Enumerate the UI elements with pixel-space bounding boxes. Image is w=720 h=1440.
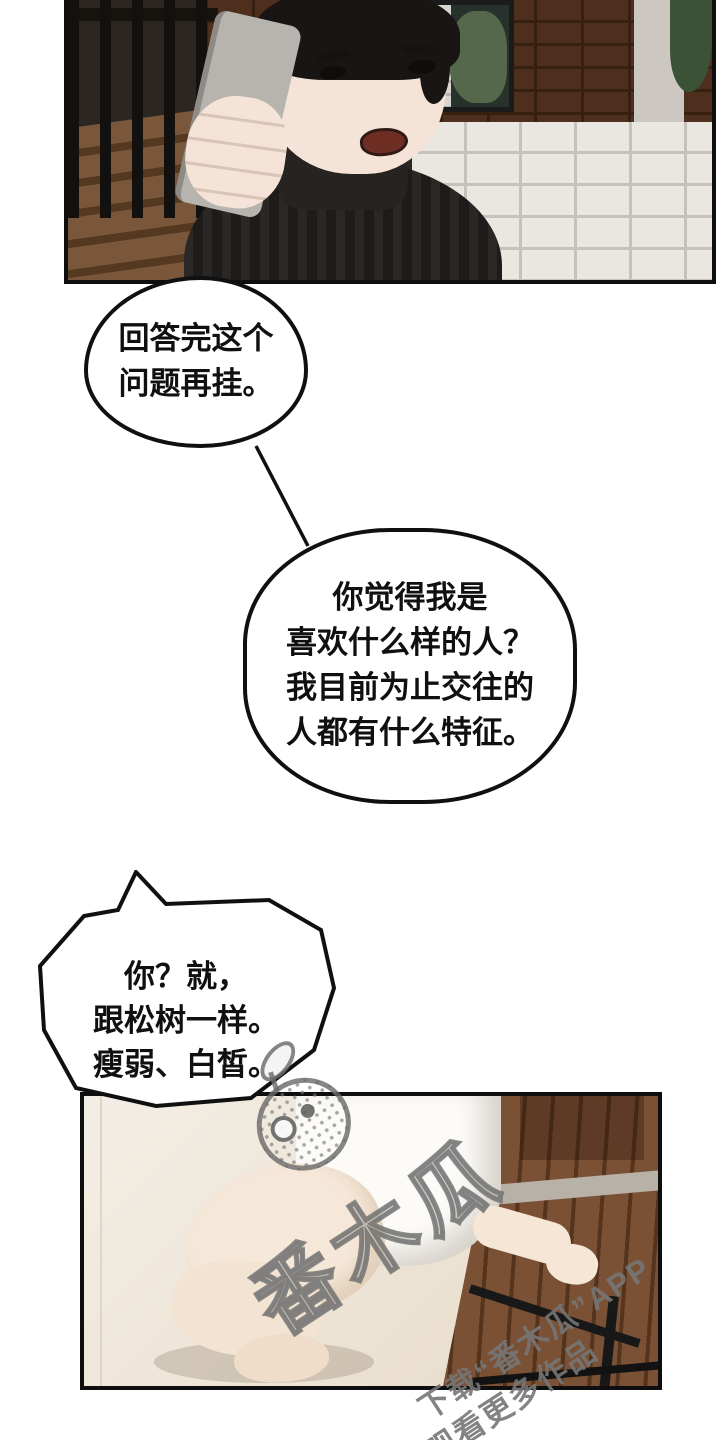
doorway-shadow <box>520 1096 644 1160</box>
bubble-connector <box>254 445 310 547</box>
speech-bubble-3: 你？就， 跟松树一样。 瘦弱、白皙。 <box>36 868 337 1109</box>
bubble-line: 你？就， <box>124 959 248 994</box>
bubble-line: 喜欢什么样的人？ <box>286 625 534 661</box>
bubble-line: 我目前为止交往的 <box>286 670 534 705</box>
bubble-line: 你觉得我是 <box>332 580 488 616</box>
bush <box>670 0 712 92</box>
bubble-line: 跟松树一样。 <box>93 1003 279 1039</box>
wall-seam <box>100 1096 102 1386</box>
angular-bubble-shape <box>37 868 337 1109</box>
bubble-line: 人都有什么特征。 <box>286 714 534 750</box>
panel-top <box>64 0 716 284</box>
bubble-line: 问题再挂。 <box>118 366 274 401</box>
bubble-line: 回答完这个 <box>118 321 274 357</box>
bubble-line: 瘦弱、白皙。 <box>93 1047 279 1083</box>
speech-bubble-2: 你觉得我是 喜欢什么样的人？ 我目前为止交往的 人都有什么特征。 <box>243 528 577 804</box>
panel-bottom <box>80 1092 662 1390</box>
speech-bubble-1: 回答完这个 问题再挂。 <box>84 276 308 448</box>
bubble3-text: 你？就， 跟松树一样。 瘦弱、白皙。 <box>36 955 336 1087</box>
